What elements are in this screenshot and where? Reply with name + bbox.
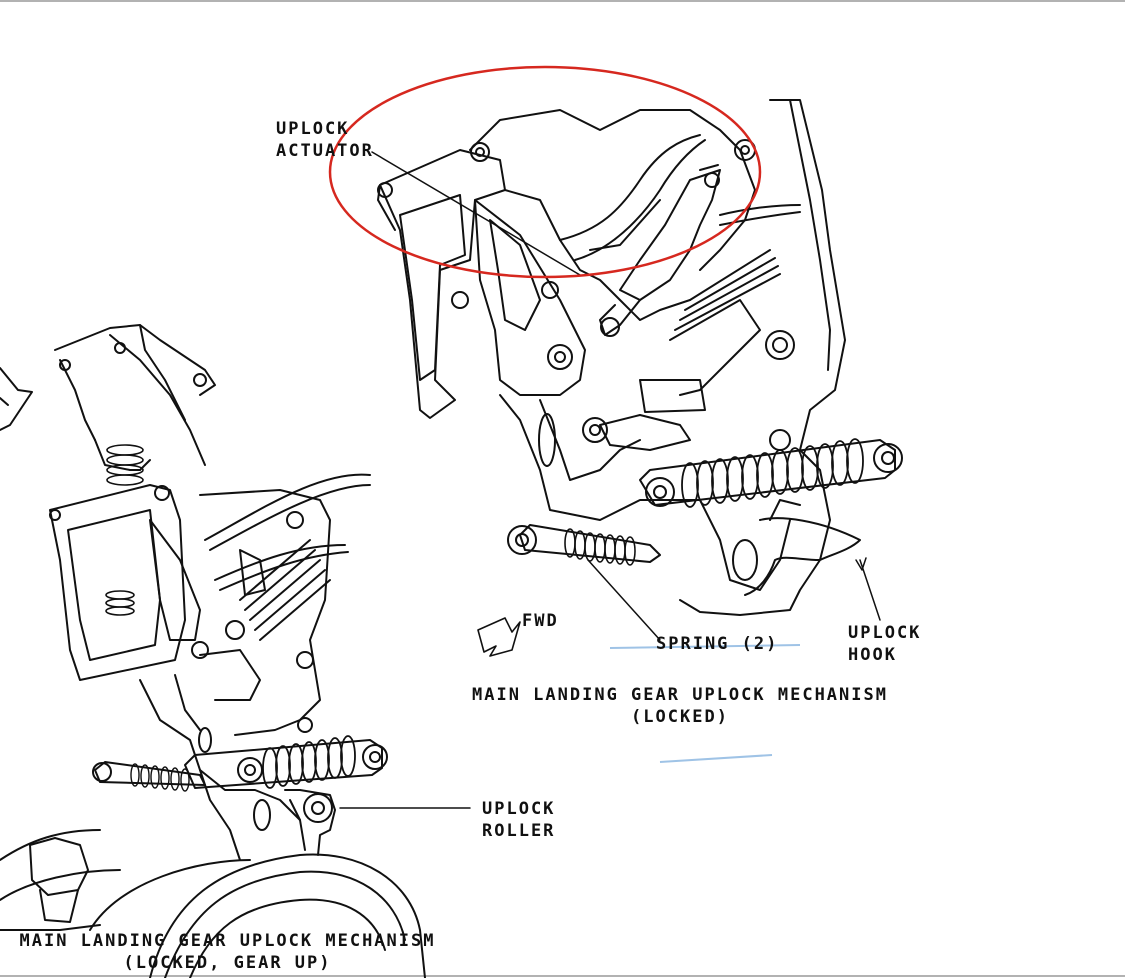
uplock-actuator-label: UPLOCK ACTUATOR xyxy=(276,119,374,161)
scan-mark-1 xyxy=(609,644,801,649)
fwd-label: FWD xyxy=(522,611,559,631)
lower-caption: MAIN LANDING GEAR UPLOCK MECHANISM (LOCK… xyxy=(19,931,436,973)
highlight-ellipse xyxy=(328,65,762,279)
upper-mechanism xyxy=(371,99,903,657)
uplock-roller-label: UPLOCK ROLLER xyxy=(482,799,556,841)
uplock-hook-label: UPLOCK HOOK xyxy=(848,623,922,665)
upper-caption: MAIN LANDING GEAR UPLOCK MECHANISM (LOCK… xyxy=(472,685,888,727)
spring-label: SPRING (2) xyxy=(656,634,779,654)
lower-mechanism xyxy=(0,324,471,978)
scan-mark-2 xyxy=(659,754,773,763)
